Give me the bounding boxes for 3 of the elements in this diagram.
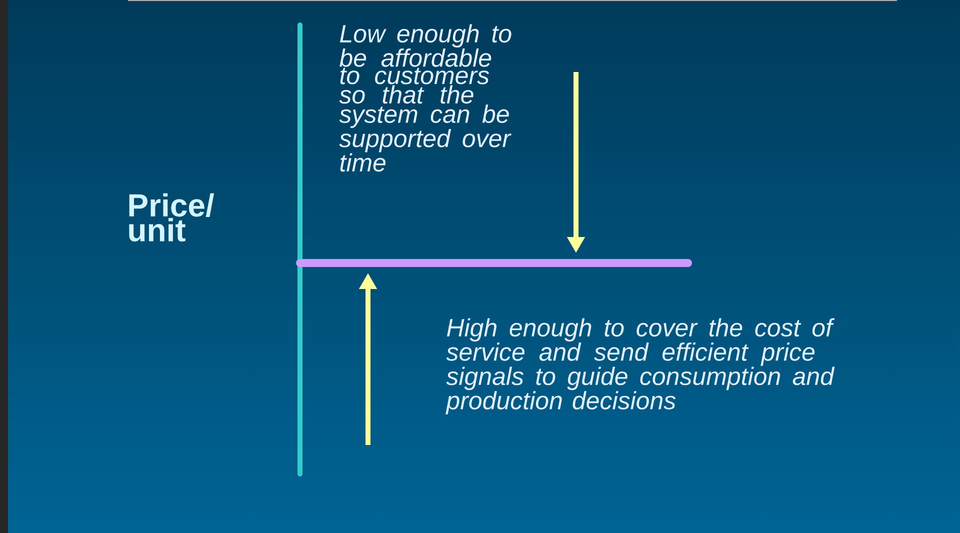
note-text: High enough to cover the cost of service and send efficient price signals to guide consumption and production decisions [446,318,835,414]
note-text: Low enough to be affordable to customers so that the system can be supported over time [339,24,512,172]
axis-label: Price/ unit [129,193,214,242]
